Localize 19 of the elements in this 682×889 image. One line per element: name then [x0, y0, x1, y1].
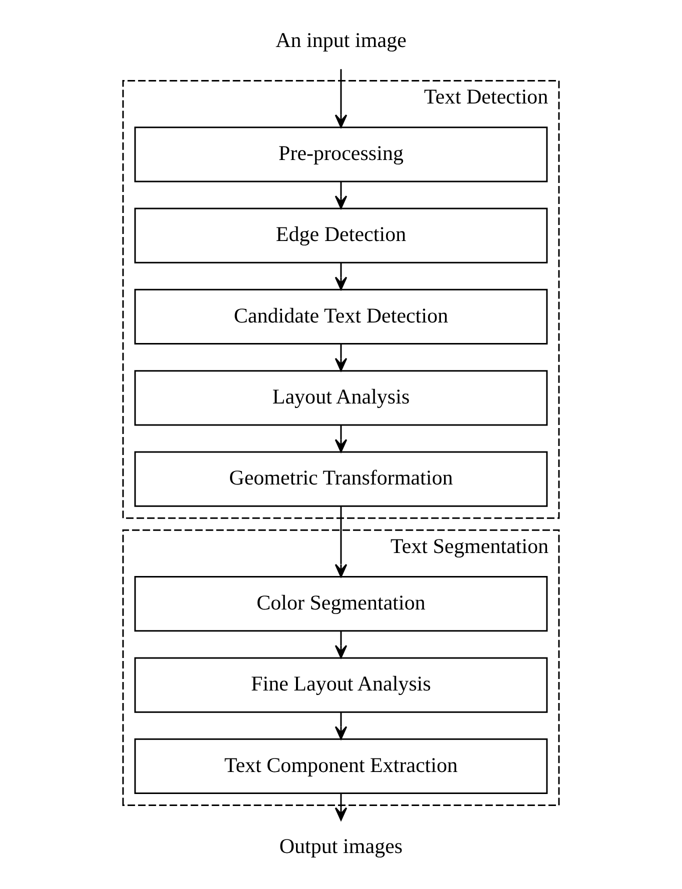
arrow — [334, 712, 348, 740]
arrow — [334, 182, 348, 209]
arrow — [334, 262, 348, 290]
node-text: An input image — [276, 28, 406, 52]
node-box: Fine Layout Analysis — [134, 657, 548, 713]
node-box: Layout Analysis — [134, 370, 548, 426]
node-box: Candidate Text Detection — [134, 288, 548, 345]
arrow — [334, 630, 348, 658]
node-box: Color Segmentation — [134, 576, 548, 632]
node-box: Text Component Extraction — [134, 738, 548, 794]
node-box: Pre-processing — [134, 126, 548, 182]
node-box: Edge Detection — [134, 208, 548, 264]
arrow — [334, 793, 348, 821]
arrow — [334, 344, 348, 372]
node-box: Geometric Transformation — [134, 451, 548, 507]
arrow — [334, 425, 348, 452]
arrow — [334, 506, 348, 578]
node-text: Output images — [279, 834, 403, 858]
arrow — [334, 69, 348, 128]
